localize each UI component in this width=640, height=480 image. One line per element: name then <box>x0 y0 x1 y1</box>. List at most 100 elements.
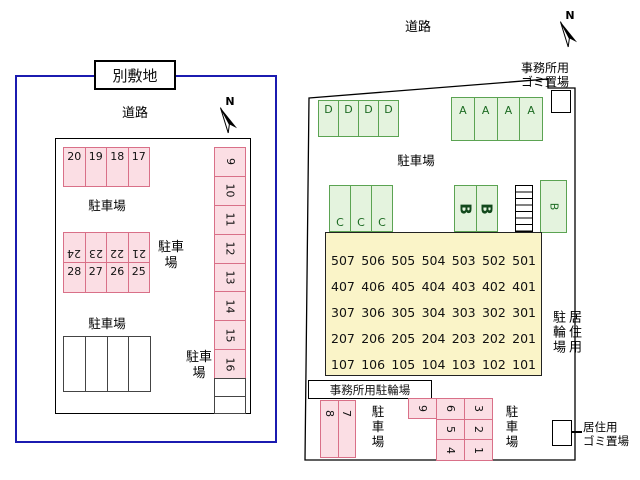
residential-trash-label-line2: ゴミ置場 <box>583 434 629 448</box>
spot-number: 16 <box>223 357 237 372</box>
left-site-title: 別敷地 <box>94 60 176 90</box>
parking-spot: B <box>475 185 498 232</box>
office-trash-label-line1: 事務所用 <box>520 61 569 75</box>
parking-spot: 10 <box>214 175 246 206</box>
parking-spot: 20 <box>63 147 86 187</box>
spot-number: 28 <box>67 265 82 278</box>
office-bicycle-label: 事務所用駐輪場 <box>329 382 411 397</box>
building-floor-4: 407 406 405 404 403 402 401 <box>326 273 541 299</box>
spot-letter: B <box>477 202 496 215</box>
room-number: 307 <box>331 304 355 320</box>
room-number: 503 <box>451 252 476 268</box>
room-number: 206 <box>361 330 386 346</box>
left-parking-row-mid-rotated: 24 23 22 21 <box>63 232 150 263</box>
residential-bicycle-label: 居住用駐輪場 <box>550 310 581 355</box>
spot-letter: C <box>378 216 386 229</box>
spot-letter: A <box>504 104 513 117</box>
building-floor-3: 307 306 305 304 303 302 301 <box>326 299 541 325</box>
spot-number: 27 <box>88 265 103 278</box>
parking-spot: 3 <box>464 398 493 420</box>
room-number: 401 <box>512 278 536 294</box>
spot-number: 19 <box>88 150 103 163</box>
compass-icon: N <box>559 9 578 48</box>
right-parking-row-d: D D D D <box>318 100 399 137</box>
spot-number: 2 <box>472 426 485 433</box>
stairs-icon <box>515 185 533 232</box>
left-parking-row-empty <box>63 336 151 392</box>
office-bicycle-area: 事務所用駐輪場 <box>308 380 432 399</box>
spot-number: 3 <box>472 405 485 413</box>
parking-spot: B <box>454 185 477 232</box>
room-number: 502 <box>481 252 506 268</box>
room-number: 506 <box>361 252 386 268</box>
road-label-right: 道路 <box>404 20 431 35</box>
parking-spot: 11 <box>214 204 246 235</box>
parking-spot: 22 <box>106 232 129 263</box>
spot-letter: D <box>364 103 373 116</box>
spot-number: 15 <box>223 328 237 343</box>
parking-spot: D <box>358 100 379 137</box>
right-parking-single-b: B <box>540 180 567 233</box>
room-number: 201 <box>512 330 536 346</box>
parking-spot: 27 <box>84 262 107 293</box>
room-number: 204 <box>421 330 446 346</box>
spot-number: 21 <box>131 247 146 260</box>
spot-letter: C <box>357 216 365 229</box>
right-parking-row-a: A A A A <box>451 97 543 141</box>
bottom-parking-321: 3 2 1 <box>464 398 493 462</box>
building-floor-5: 507 506 505 504 503 502 501 <box>326 247 541 273</box>
compass-icon: N <box>219 95 238 134</box>
parking-spot-empty <box>214 395 246 414</box>
spot-number: 5 <box>444 426 457 433</box>
room-number: 205 <box>391 330 416 346</box>
spot-letter: A <box>459 104 467 117</box>
bottom-parking-654: 6 5 4 <box>436 398 465 462</box>
room-number: 403 <box>451 278 476 294</box>
office-trash-label-line2: ゴミ置場 <box>520 75 569 89</box>
compass-n-label: N <box>565 9 574 22</box>
parking-spot: 6 <box>436 398 465 420</box>
left-parking-row-top: 20 19 18 17 <box>63 147 150 187</box>
room-number: 505 <box>391 252 416 268</box>
right-site-outline <box>304 78 576 461</box>
room-number: 404 <box>421 278 446 294</box>
spot-letter: A <box>527 104 535 117</box>
compass-needle-icon <box>219 107 238 134</box>
parking-spot: A <box>496 97 521 141</box>
spot-letter: A <box>481 104 490 117</box>
spot-number: 22 <box>110 247 125 260</box>
parking-spot: C <box>329 185 351 232</box>
parking-spot: 18 <box>106 147 129 187</box>
spot-number: 12 <box>223 241 237 256</box>
room-number: 105 <box>391 356 416 372</box>
spot-letter: D <box>384 103 393 116</box>
office-trash-area <box>551 90 571 113</box>
spot-number: 8 <box>322 410 336 417</box>
parking-spot: 15 <box>214 320 246 351</box>
room-number: 301 <box>512 304 536 320</box>
parking-spot: 7 <box>337 400 356 458</box>
parking-spot: A <box>451 97 475 141</box>
parking-spot: 5 <box>436 418 465 441</box>
spot-number: 23 <box>88 247 103 260</box>
room-number: 504 <box>421 252 446 268</box>
parking-spot-empty <box>128 336 151 392</box>
parking-spot: D <box>378 100 399 137</box>
parking-spot: 4 <box>436 439 465 462</box>
left-parking-column-empty <box>214 378 246 414</box>
compass-needle-icon <box>559 21 578 48</box>
room-number: 103 <box>451 356 476 372</box>
spot-number: 17 <box>131 150 146 163</box>
spot-number: 7 <box>340 410 354 417</box>
room-number: 202 <box>481 330 506 346</box>
residential-trash-pointer-line <box>572 431 582 433</box>
apartment-building: 507 506 505 504 503 502 501 407 406 405 … <box>325 232 542 376</box>
spot-number: 14 <box>223 299 237 314</box>
spot-number: 1 <box>472 446 485 454</box>
right-parking-row-b: B B <box>454 185 498 232</box>
spot-letter: C <box>336 216 344 229</box>
parking-spot-empty <box>63 336 86 392</box>
residential-trash-area <box>552 420 572 446</box>
parking-spot: 14 <box>214 291 246 322</box>
